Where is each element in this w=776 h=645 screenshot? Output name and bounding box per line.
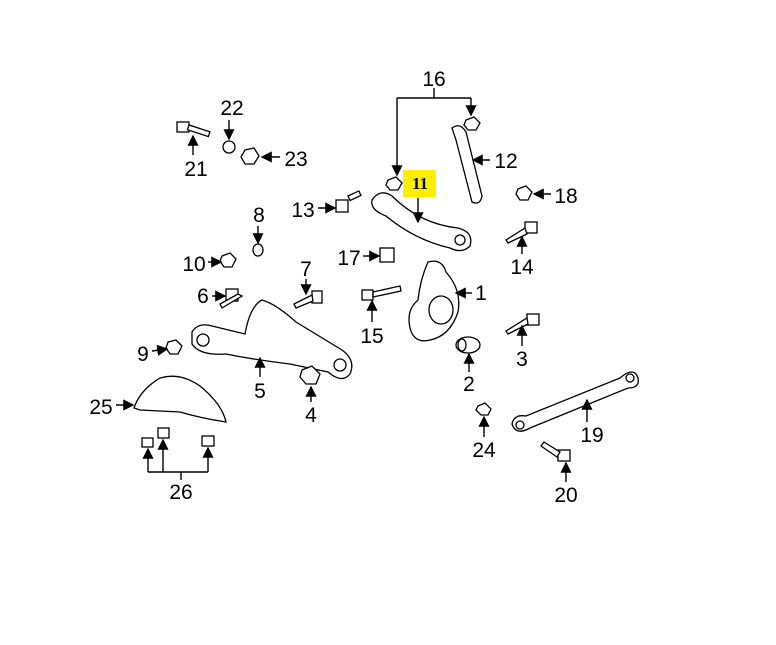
callout-19[interactable]: 19 <box>580 424 603 447</box>
callout-6[interactable]: 6 <box>197 285 209 308</box>
part-6-bolt <box>219 288 244 309</box>
callout-22[interactable]: 22 <box>220 97 243 120</box>
callout-25[interactable]: 25 <box>89 396 112 419</box>
part-16-nut-b <box>385 176 403 191</box>
callout-16[interactable]: 16 <box>422 68 445 91</box>
part-4-nut <box>299 365 321 385</box>
callout-10[interactable]: 10 <box>182 253 205 276</box>
callout-3[interactable]: 3 <box>516 348 528 371</box>
callout-21[interactable]: 21 <box>184 158 207 181</box>
callout-14[interactable]: 14 <box>510 256 534 279</box>
part-24-nut <box>475 402 492 416</box>
part-15-bolt <box>361 285 402 301</box>
callout-1[interactable]: 1 <box>475 282 487 305</box>
part-17-nut <box>379 247 395 263</box>
callout-15[interactable]: 15 <box>360 325 383 348</box>
callout-2[interactable]: 2 <box>463 373 475 396</box>
callout-labels: 1 2 3 4 5 6 7 8 9 10 12 13 14 15 16 17 1… <box>89 68 603 507</box>
part-5-trailing-arm <box>191 299 353 380</box>
part-23-nut <box>240 147 260 165</box>
part-26-clips <box>141 427 215 448</box>
highlight-box <box>403 170 436 197</box>
part-25-shield <box>133 375 227 423</box>
callout-24[interactable]: 24 <box>472 439 496 462</box>
callout-26[interactable]: 26 <box>169 481 192 504</box>
callout-11[interactable]: 11 <box>412 174 428 193</box>
callout-13[interactable]: 13 <box>291 199 314 222</box>
callout-23[interactable]: 23 <box>284 148 307 171</box>
part-22-washer <box>222 140 236 154</box>
part-16-nut <box>463 116 481 131</box>
part-13-bolt <box>335 190 362 213</box>
callout-18[interactable]: 18 <box>554 185 577 208</box>
part-21-bolt <box>176 121 211 138</box>
part-9-nut <box>165 339 183 355</box>
part-8-washer <box>252 243 264 257</box>
part-7-bolt <box>293 290 323 309</box>
callout-12[interactable]: 12 <box>494 150 517 173</box>
leader-lines <box>116 88 593 482</box>
callout-17[interactable]: 17 <box>337 247 360 270</box>
callout-8[interactable]: 8 <box>253 204 265 227</box>
part-19-lateral-arm <box>511 371 639 432</box>
part-10-nut <box>219 252 237 268</box>
callout-20[interactable]: 20 <box>554 484 577 507</box>
callout-4[interactable]: 4 <box>305 404 317 427</box>
callout-5[interactable]: 5 <box>254 380 266 403</box>
part-18-nut <box>515 185 533 201</box>
callout-7[interactable]: 7 <box>300 258 312 281</box>
callout-9[interactable]: 9 <box>137 343 149 366</box>
part-12-link <box>451 125 483 204</box>
part-20-bolt <box>540 441 571 462</box>
part-2-bushing <box>455 336 481 354</box>
part-14-bolt <box>505 221 538 244</box>
part-shapes <box>133 116 639 462</box>
